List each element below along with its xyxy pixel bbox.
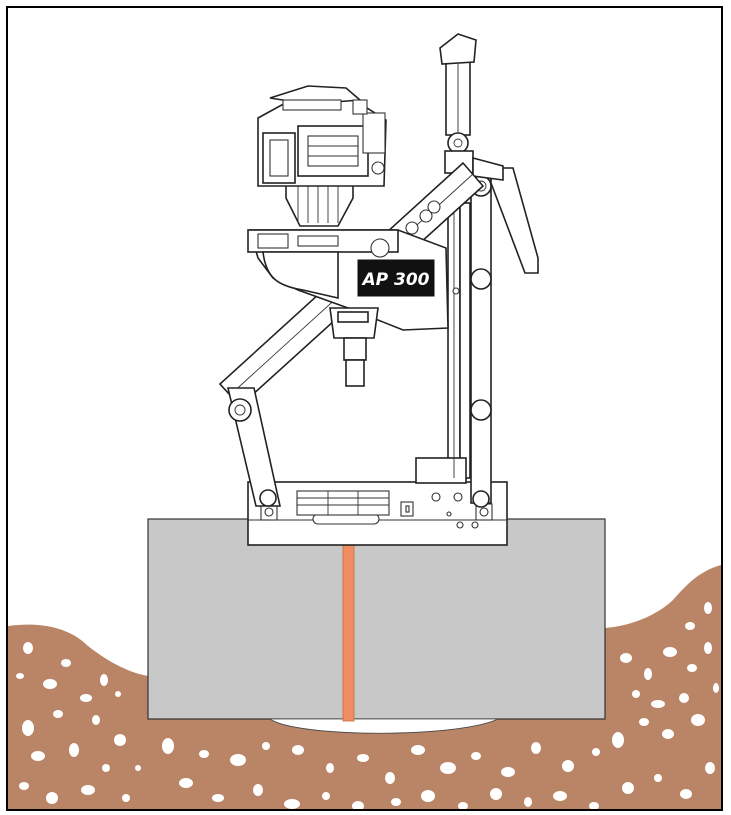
soil-pebble — [651, 700, 665, 708]
soil-pebble — [562, 760, 574, 772]
soil-pebble — [92, 715, 100, 725]
soil-pebble — [471, 752, 481, 760]
soil-pebble — [102, 764, 110, 772]
soil-pebble — [421, 790, 435, 802]
soil-pebble — [43, 679, 57, 689]
soil-pebble — [292, 745, 304, 755]
soil-pebble — [663, 647, 677, 657]
soil-pebble — [122, 794, 130, 802]
illustration-frame: AP 300 — [6, 6, 723, 811]
soil-pebble — [22, 720, 34, 736]
soil-pebble — [115, 691, 121, 697]
soil-pebble — [212, 794, 224, 802]
soil-pebble — [612, 732, 624, 748]
soil-pebble — [592, 748, 600, 756]
soil-pebble — [411, 745, 425, 755]
soil-pebble — [531, 742, 541, 754]
soil-pebble — [31, 751, 45, 761]
soil-pebble — [639, 718, 649, 726]
soil-pebble — [662, 729, 674, 739]
soil-pebble — [553, 791, 567, 801]
engine-motor — [257, 85, 387, 227]
soil-pebble — [385, 772, 395, 784]
soil-pebble — [391, 798, 401, 806]
soil-pebble — [284, 799, 300, 809]
soil-ground — [8, 565, 721, 809]
soil-pebble — [501, 767, 515, 777]
soil-pebble — [19, 782, 29, 790]
soil-pebble — [352, 801, 364, 809]
soil-pebble — [524, 797, 532, 807]
soil-pebble — [680, 789, 692, 799]
soil-pebble — [16, 673, 24, 679]
soil-pebble — [357, 754, 369, 762]
drill-column — [415, 177, 471, 484]
soil-pebble — [230, 754, 246, 766]
soil-pebble — [162, 738, 174, 754]
soil-pebble — [322, 792, 330, 800]
soil-pebble — [654, 774, 662, 782]
soil-pebble — [326, 763, 334, 773]
soil-pebbles — [16, 602, 719, 809]
soil-pebble — [179, 778, 193, 788]
soil-pebble — [253, 784, 263, 796]
model-label-plate — [357, 259, 435, 297]
soil-pebble — [135, 765, 141, 771]
soil-pebble — [620, 653, 632, 663]
feed-handle — [439, 33, 504, 181]
soil-pebble — [632, 690, 640, 698]
soil-pebble — [80, 694, 92, 702]
base-plate — [247, 481, 508, 546]
soil-pebble — [69, 743, 79, 757]
concrete-slab — [147, 518, 606, 720]
soil-pebble — [440, 762, 456, 774]
soil-pebble — [458, 802, 468, 809]
drilled-core-rod — [342, 537, 355, 722]
drill-rig-illustration: AP 300 — [8, 33, 721, 809]
soil-pebble — [61, 659, 71, 667]
slab-underside-void — [268, 718, 499, 734]
soil-pebble — [114, 734, 126, 746]
model-label: AP 300 — [360, 270, 429, 290]
soil-pebble — [53, 710, 63, 718]
soil-pebble — [23, 642, 33, 654]
soil-pebble — [685, 622, 695, 630]
soil-pebble — [704, 602, 712, 614]
soil-pebble — [199, 750, 209, 758]
soil-pebble — [622, 782, 634, 794]
soil-pebble — [589, 802, 599, 809]
soil-pebble — [705, 762, 715, 774]
soil-pebble — [262, 742, 270, 750]
soil-pebble — [679, 693, 689, 703]
soil-pebble — [100, 674, 108, 686]
soil-pebble — [81, 785, 95, 795]
soil-pebble — [713, 683, 719, 693]
drill-spindle — [329, 307, 379, 387]
soil-pebble — [490, 788, 502, 800]
soil-pebble — [704, 642, 712, 654]
gearbox-carriage: AP 300 — [247, 229, 460, 331]
soil-pebble — [691, 714, 705, 726]
soil-pebble — [687, 664, 697, 672]
soil-pebble — [46, 792, 58, 804]
support-leg — [470, 167, 539, 508]
soil-pebble — [644, 668, 652, 680]
